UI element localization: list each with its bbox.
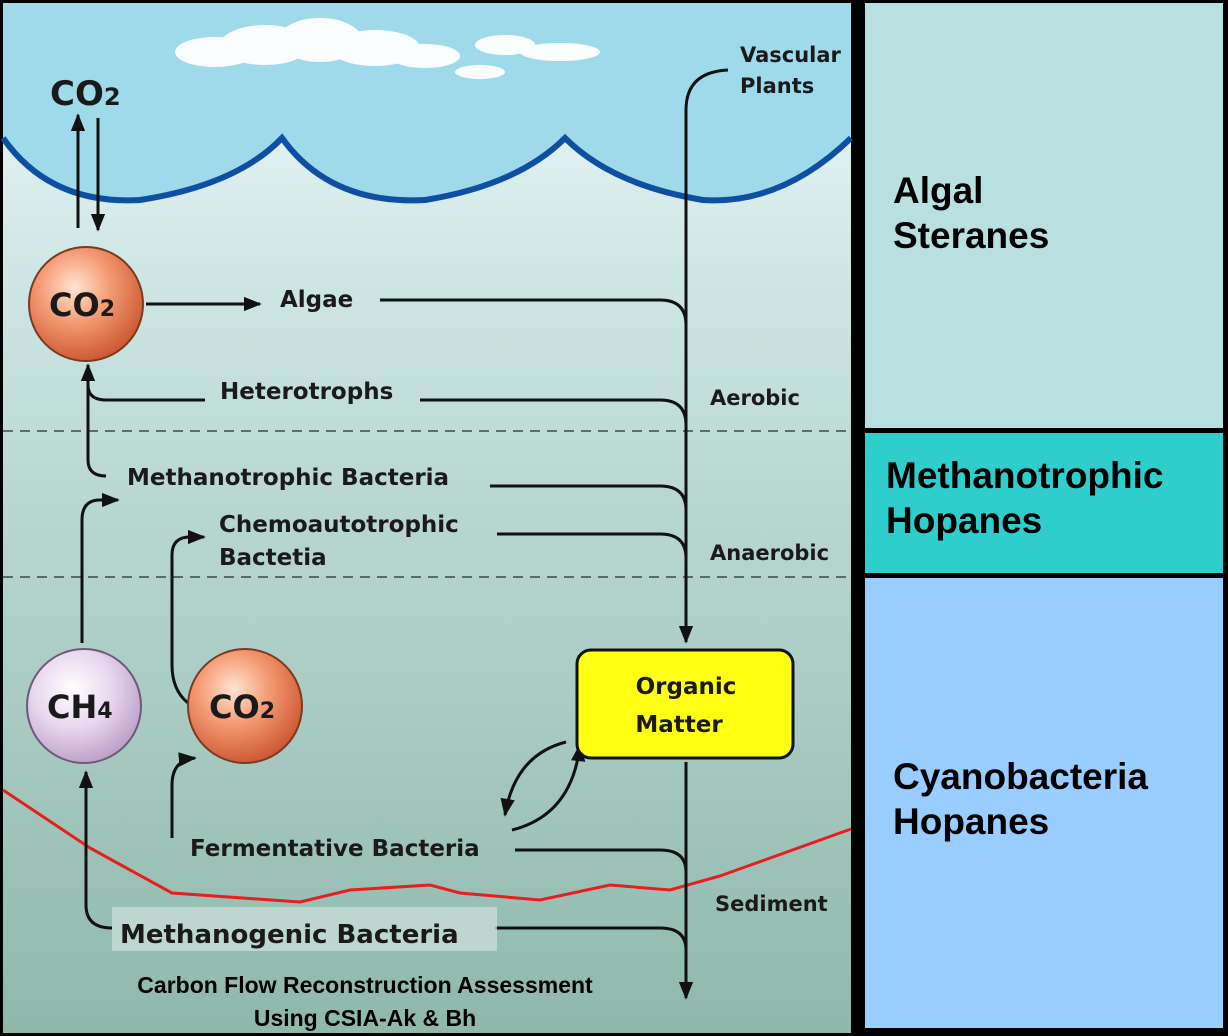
sediment-line [2,788,852,904]
atmosphere-co2-subscript: 2 [104,83,121,111]
clouds [175,18,600,79]
chemoautotrophic-flow [497,532,688,559]
cyanobacteria-hopanes-line-2: Hopanes [893,801,1050,842]
vascular-plants-label-1: Vascular [740,43,842,67]
organic-matter-label-1: Organic [636,674,737,700]
methanotrophs-to-co2-line [86,385,107,478]
methanogenic-to-ch4-arrow [78,770,113,930]
ch4-subscript: 4 [97,699,112,724]
algal-steranes-line-2: Steranes [893,215,1050,256]
svg-text:CH4: CH4 [47,688,113,726]
methanotrophic-hopanes-line-2: Hopanes [886,500,1043,541]
svg-text:CO2: CO2 [209,688,275,726]
co2-lower-subscript: 2 [260,699,275,724]
algal-steranes-panel: Algal Steranes [865,3,1223,428]
heterotrophs-flow [420,398,688,426]
ch4-label: CH [47,688,97,726]
caption-line-1: Carbon Flow Reconstruction Assessment [137,972,593,998]
water-surface-line [0,133,854,204]
heterotrophs-label: Heterotrophs [220,379,393,405]
organic-to-fermentative-arrow [500,740,567,817]
co2-lower-label: CO [209,688,260,726]
algae-label: Algae [280,287,353,313]
fermentative-to-organic-arrow [511,743,586,832]
cyanobacteria-hopanes-panel: Cyanobacteria Hopanes [865,578,1223,1028]
chemoautotrophic-label-2: Bactetia [219,545,327,571]
algae-flow [380,298,688,326]
vascular-plants-label-2: Plants [740,74,814,98]
methanotrophic-hopanes-line-1: Methanotrophic [886,455,1164,496]
sky [3,3,851,201]
fermentative-to-co2-arrow [170,752,197,838]
svg-text:CO2: CO2 [50,74,121,114]
caption-line-2: Using CSIA-Ak & Bh [253,1005,477,1031]
organic-matter-label-2: Matter [635,712,723,738]
methanotrophic-flow [490,484,688,511]
anaerobic-label: Anaerobic [710,541,829,565]
fermentative-bacteria-label: Fermentative Bacteria [190,836,480,862]
cyanobacteria-hopanes-line-1: Cyanobacteria [893,756,1148,797]
atmosphere-co2-label: CO [50,74,104,114]
svg-text:CO2: CO2 [49,286,115,324]
aerobic-label: Aerobic [710,386,800,410]
chemoautotrophic-label-1: Chemoautotrophic [219,512,459,538]
sediment-label: Sediment [715,892,828,916]
methanotrophic-hopanes-panel: Methanotrophic Hopanes [865,433,1223,573]
co2-upper-label: CO [49,286,100,324]
organic-matter-box [575,648,795,760]
ch4-to-methanotrophs-arrow [80,492,120,643]
co2-lower-circle [187,648,303,764]
co2-upper-circle [28,246,144,362]
ch4-circle [26,648,142,764]
methanotrophic-bacteria-label: Methanotrophic Bacteria [127,465,449,491]
methanogenic-bacteria-label: Methanogenic Bacteria [120,920,459,950]
co2-to-chemoautotrophs-arrow [170,529,206,705]
vascular-plants-arrow [678,68,729,644]
algal-steranes-line-1: Algal [893,170,984,211]
methanogenic-highlight [112,907,497,951]
co2-upper-subscript: 2 [100,297,115,322]
